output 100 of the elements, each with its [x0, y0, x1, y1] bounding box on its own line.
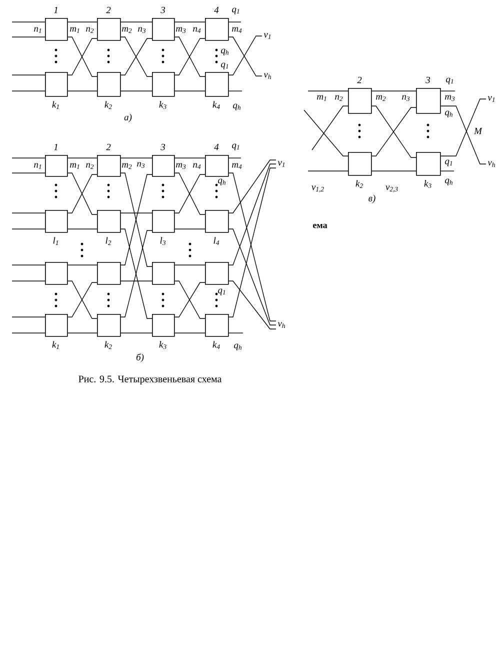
connecting-line	[304, 110, 348, 156]
connecting-line	[174, 264, 206, 266]
connecting-line	[174, 90, 206, 92]
connecting-line	[371, 90, 416, 92]
box-label: 2	[106, 6, 111, 14]
figure-caption: Рис. 9.5. Четырехзвеньевая схема	[78, 376, 222, 384]
connecting-line	[120, 212, 152, 214]
output-label: q$_{h}$	[445, 178, 452, 186]
connecting-line	[12, 316, 46, 318]
connecting-line	[308, 170, 348, 172]
box-label: k$_{2}$	[104, 101, 112, 109]
box-label: l$_{1}$	[53, 237, 58, 245]
variable-label: n$_{3}$	[402, 95, 410, 101]
connecting-line	[67, 90, 98, 92]
variable-label: m$_{3}$	[445, 95, 455, 101]
connecting-line	[371, 170, 416, 172]
variable-label: m$_{2}$	[122, 27, 132, 33]
output-label: v$_{1}$	[264, 33, 271, 39]
output-label: q$_{1}$	[232, 144, 240, 150]
box-label: 1	[54, 144, 58, 150]
connecting-line	[12, 172, 46, 174]
variable-label: m$_{2}$	[122, 163, 132, 169]
connecting-line	[228, 164, 276, 266]
connecting-line	[440, 170, 454, 172]
switch-box	[152, 262, 175, 285]
box-label: k$_{2}$	[104, 341, 112, 349]
connecting-line	[67, 228, 98, 230]
variable-label: m$_{1}$	[70, 163, 80, 169]
variable-label: q$_{h}$	[445, 110, 452, 118]
output-label: v$_{h}$	[488, 161, 495, 167]
connecting-line	[67, 264, 98, 266]
panel-label: б)	[136, 354, 144, 362]
variable-label: n$_{4}$	[193, 163, 201, 169]
connecting-line	[12, 212, 46, 214]
connecting-line	[67, 332, 98, 334]
switch-box	[45, 262, 68, 285]
variable-label: m$_{1}$	[70, 27, 80, 33]
variable-label: m$_{4}$	[232, 27, 242, 33]
connecting-line	[12, 90, 46, 92]
variable-label: n$_{2}$	[335, 95, 343, 101]
variable-label: q$_{h}$	[221, 48, 228, 56]
box-label: 3	[160, 6, 166, 14]
box-label: l$_{3}$	[160, 237, 166, 245]
connecting-line	[12, 228, 46, 230]
variable-label: v$_{1,2}$	[312, 186, 324, 192]
connecting-line	[440, 106, 486, 164]
panel-label: в)	[368, 194, 376, 204]
connecting-line	[12, 36, 46, 38]
variable-label: n$_{3}$	[138, 27, 146, 33]
box-label: l$_{4}$	[214, 237, 220, 245]
box-label: 1	[54, 6, 58, 14]
connecting-line	[440, 98, 486, 156]
box-label: k$_{3}$	[424, 180, 432, 188]
connecting-line	[174, 332, 206, 334]
box-label: 2	[357, 76, 362, 84]
variable-label: q$_{h}$	[218, 178, 226, 186]
variable-label: M	[474, 128, 482, 134]
connecting-line	[120, 280, 152, 282]
connecting-line	[228, 160, 276, 214]
variable-label: m$_{2}$	[376, 95, 386, 101]
connecting-line	[440, 90, 456, 92]
box-label: 3	[160, 144, 166, 150]
output-label: v$_{1}$	[488, 96, 495, 102]
connecting-line	[312, 106, 348, 150]
box-label: 3	[426, 76, 430, 84]
variable-label: q$_{1}$	[218, 288, 226, 296]
connecting-line	[120, 332, 152, 334]
box-label: k$_{3}$	[159, 341, 166, 349]
text-fragment: ема	[313, 224, 328, 228]
box-label: k$_{1}$	[52, 341, 59, 349]
output-label: q$_{1}$	[446, 78, 454, 84]
box-label: 4	[214, 6, 219, 14]
output-label: q$_{h}$	[233, 104, 240, 110]
connecting-line	[12, 280, 46, 282]
connecting-line	[12, 332, 46, 334]
connecting-line	[228, 90, 242, 92]
variable-label: m$_{1}$	[317, 95, 326, 101]
connecting-line	[12, 264, 46, 266]
output-label: v$_{h}$	[264, 73, 271, 79]
output-label: v$_{h}$	[278, 322, 285, 328]
output-label: v$_{1}$	[278, 161, 285, 167]
variable-label: m$_{4}$	[232, 163, 242, 169]
box-label: 2	[106, 144, 111, 150]
box-label: k$_{3}$	[159, 101, 166, 109]
output-label: q$_{1}$	[232, 8, 240, 14]
connecting-line	[228, 280, 276, 330]
connecting-line	[228, 228, 276, 326]
connecting-line	[228, 332, 244, 334]
panel-label: а)	[124, 114, 132, 122]
box-label: k$_{1}$	[52, 101, 59, 109]
box-label: k$_{4}$	[212, 101, 220, 109]
variable-label: v$_{2,3}$	[386, 186, 398, 192]
connecting-line	[174, 228, 206, 230]
output-label: q$_{h}$	[234, 344, 242, 350]
box-label: 4	[214, 144, 219, 150]
box-label: l$_{2}$	[106, 237, 112, 245]
box-label: k$_{4}$	[212, 341, 220, 349]
connecting-line	[308, 90, 348, 92]
switch-box	[97, 262, 121, 285]
variable-label: q$_{1}$	[445, 160, 452, 166]
